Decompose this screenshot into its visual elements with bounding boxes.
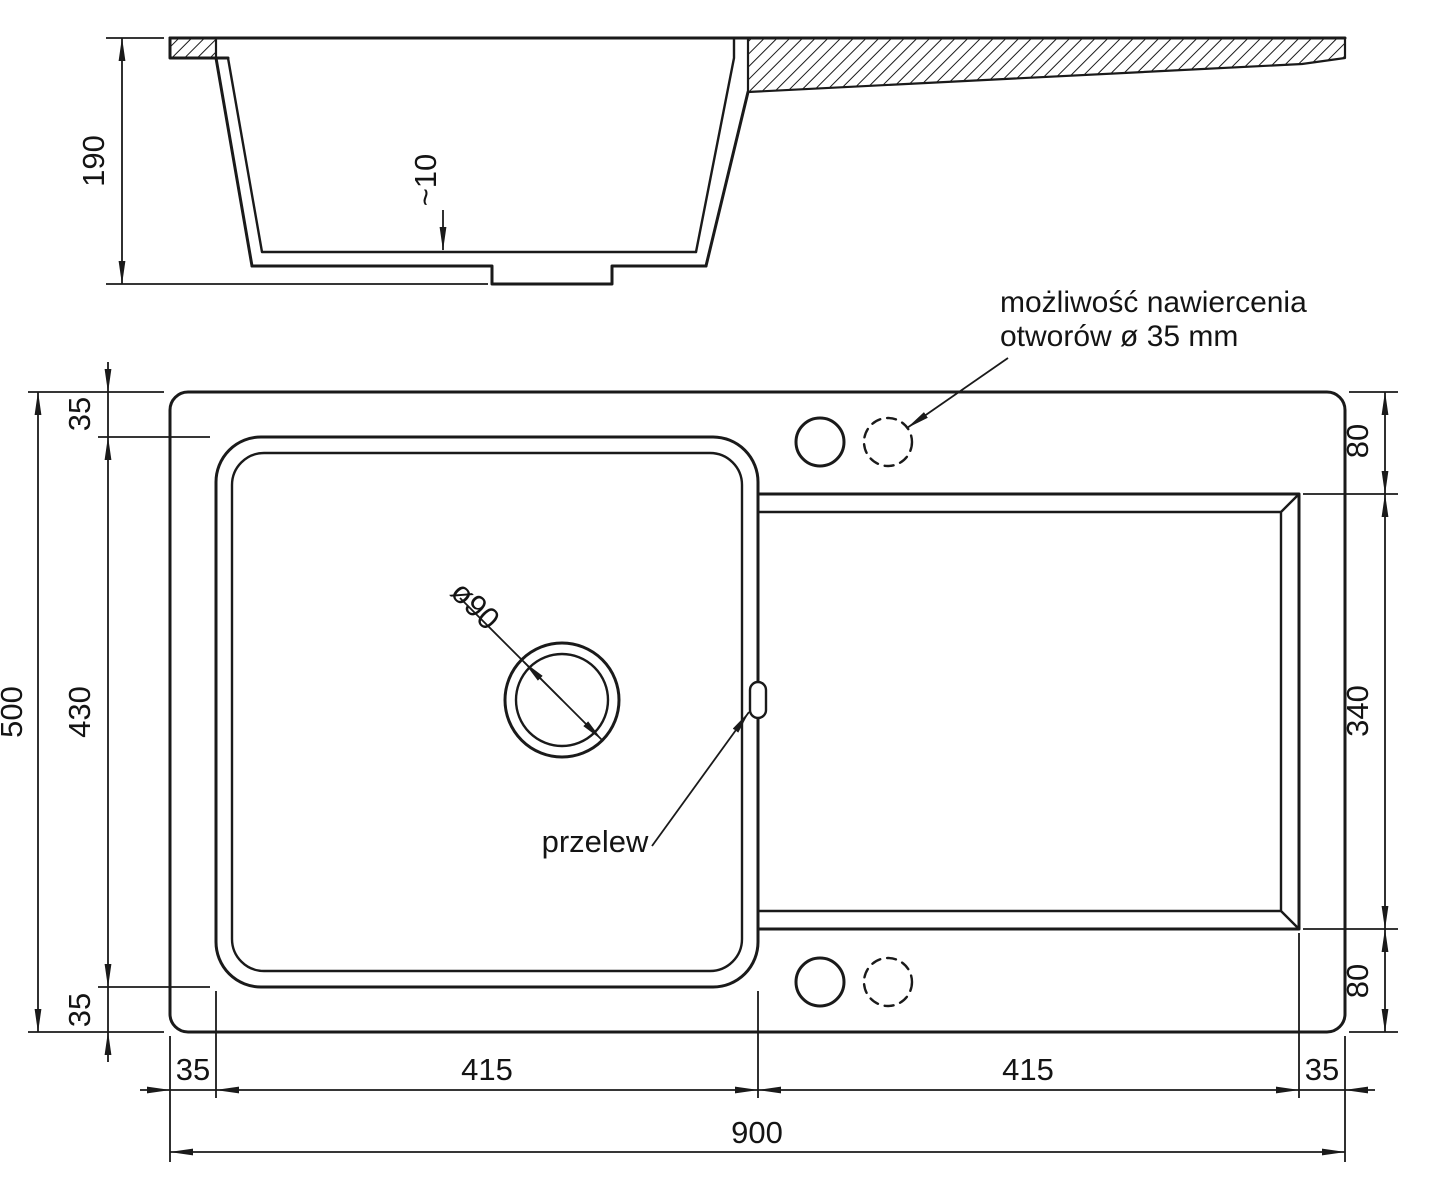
drain-diameter-arrow2 <box>523 661 563 701</box>
dim-label-right-offset-top: 80 <box>1340 424 1375 458</box>
drain-inner <box>514 652 610 748</box>
basin-bottom-outer <box>250 264 708 286</box>
basin-wall-left-inner <box>226 56 698 254</box>
dim-label-depth-total: 190 <box>76 135 111 187</box>
basin-wall-left-outer <box>214 56 254 268</box>
dim-label-bottom-thickness: ~10 <box>408 154 443 207</box>
drill-note-line2: otworów ø 35 mm <box>1000 320 1238 353</box>
dim-label-height-total: 500 <box>0 686 29 738</box>
plan-dimensions: 500 35 430 35 80 340 80 35 415 415 35 90… <box>0 362 1398 1162</box>
drainboard-hatch <box>746 36 1347 94</box>
basin-wall-right-outer <box>704 90 750 268</box>
overflow-slot <box>748 680 768 720</box>
section-left-edge <box>168 36 230 60</box>
drainer-inner <box>756 492 1301 931</box>
overflow-leader <box>651 711 750 847</box>
dim-label-basin-height: 430 <box>62 686 97 738</box>
dim-label-width-total: 900 <box>731 1115 783 1150</box>
drill-note-line1: możliwość nawiercenia <box>1000 286 1307 319</box>
tap-hole-top <box>794 416 846 468</box>
tap-hole-bottom <box>794 956 846 1008</box>
annotations: ø90 przelew możliwość nawiercenia otworó… <box>444 286 1307 859</box>
section-extension-lines <box>106 37 488 285</box>
basin-outer <box>214 435 760 989</box>
dim-label-drainer-width: 415 <box>1002 1052 1054 1087</box>
plan-view <box>168 390 1347 1034</box>
drill-note-leader <box>906 357 1009 429</box>
extension-lines <box>28 391 1398 1162</box>
section-view <box>168 36 1347 286</box>
rim-left-hatch <box>168 36 218 60</box>
overflow-label: przelew <box>542 824 649 859</box>
optional-hole-top <box>862 416 914 468</box>
drain-diameter-label: ø90 <box>444 574 507 637</box>
drainer-outline <box>756 492 1301 931</box>
optional-hole-bottom <box>862 956 914 1008</box>
section-dimensions: 190 ~10 <box>76 37 488 285</box>
dim-label-bottom-margin-left: 35 <box>176 1052 210 1087</box>
drain-outer <box>503 641 621 759</box>
dim-label-left-margin-bottom: 35 <box>62 993 97 1027</box>
dim-label-left-margin-top: 35 <box>62 397 97 431</box>
dim-label-bottom-margin-right: 35 <box>1305 1052 1339 1087</box>
basin-wall-right-inner <box>694 36 736 254</box>
basin-inner <box>230 451 744 973</box>
dim-label-basin-width: 415 <box>461 1052 513 1087</box>
dim-label-right-offset-bottom: 80 <box>1340 964 1375 998</box>
dim-label-drainer-height: 340 <box>1340 685 1375 737</box>
